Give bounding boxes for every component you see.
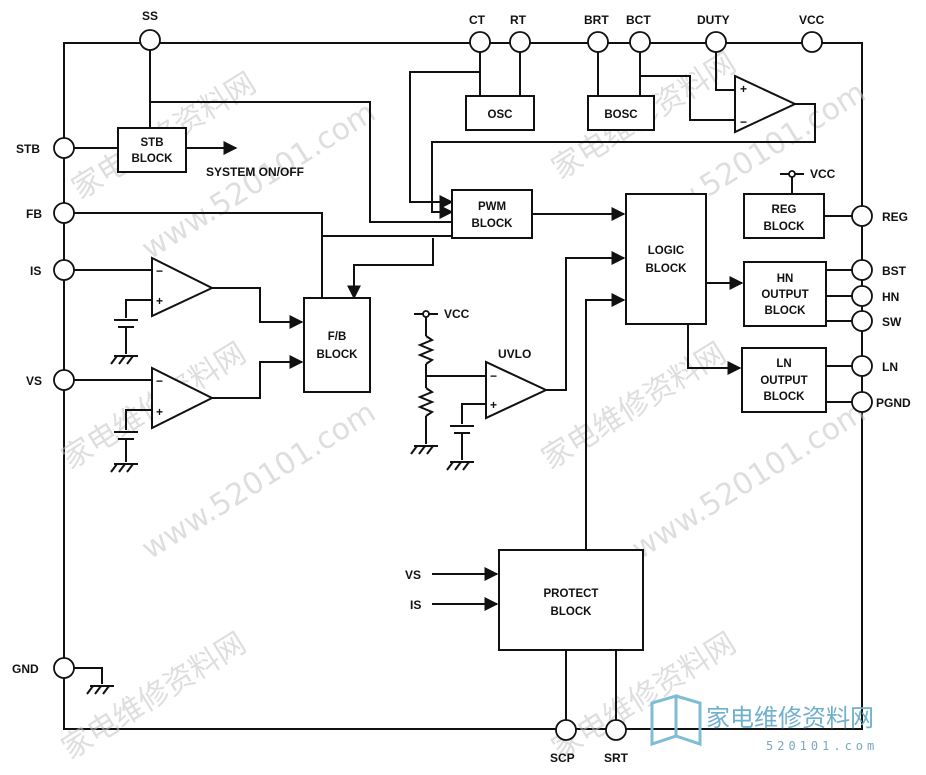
- svg-text:+: +: [156, 294, 163, 308]
- stb-block: STB BLOCK: [117, 127, 187, 173]
- svg-text:BLOCK: BLOCK: [646, 263, 688, 275]
- protect-vs-label: VS: [405, 568, 421, 582]
- svg-text:−: −: [156, 264, 163, 278]
- svg-text:BOSC: BOSC: [604, 109, 637, 121]
- svg-text:HN: HN: [777, 273, 794, 285]
- pin-duty-label: DUTY: [697, 13, 730, 27]
- svg-text:PWM: PWM: [478, 201, 506, 213]
- pin-bct-label: BCT: [626, 13, 651, 27]
- pwm-block: PWM BLOCK: [451, 189, 533, 239]
- pin-hn-label: HN: [882, 290, 899, 304]
- svg-text:−: −: [740, 115, 747, 129]
- pin-is-label: IS: [30, 264, 41, 278]
- svg-text:BLOCK: BLOCK: [764, 391, 806, 403]
- svg-text:BLOCK: BLOCK: [132, 153, 174, 165]
- ln-output-block: LN OUTPUT BLOCK: [741, 347, 827, 413]
- site-logo: 家电维修资料网 520101.com: [650, 694, 878, 753]
- reg-block: REG BLOCK: [743, 193, 825, 239]
- svg-text:+: +: [156, 405, 163, 419]
- svg-text:LN: LN: [776, 358, 791, 370]
- protect-is-label: IS: [410, 598, 421, 612]
- svg-text:OUTPUT: OUTPUT: [761, 289, 808, 301]
- pin-ct-label: CT: [469, 13, 486, 27]
- pins: [53, 29, 873, 741]
- svg-text:BLOCK: BLOCK: [551, 606, 593, 618]
- pin-sw-label: SW: [882, 315, 902, 329]
- osc-block: OSC: [465, 95, 535, 131]
- logo-url: 520101.com: [766, 739, 878, 753]
- svg-text:−: −: [490, 369, 497, 383]
- pin-gnd-label: GND: [12, 662, 39, 676]
- pin-srt-label: SRT: [604, 751, 629, 765]
- watermark-url: www.520101.com: [136, 395, 382, 567]
- hn-output-block: HN OUTPUT BLOCK: [743, 261, 827, 327]
- svg-text:OSC: OSC: [488, 109, 513, 121]
- uvlo-label: UVLO: [498, 347, 531, 361]
- svg-text:PROTECT: PROTECT: [544, 588, 599, 600]
- uvlo-vcc-label: VCC: [444, 307, 470, 321]
- logo-text: 家电维修资料网: [706, 704, 874, 732]
- svg-text:BLOCK: BLOCK: [765, 305, 807, 317]
- svg-text:BLOCK: BLOCK: [472, 218, 514, 230]
- svg-text:REG: REG: [772, 204, 797, 216]
- pin-scp-label: SCP: [550, 751, 575, 765]
- pin-vcc-label: VCC: [799, 13, 825, 27]
- svg-text:LOGIC: LOGIC: [648, 245, 684, 257]
- pin-rt-label: RT: [510, 13, 527, 27]
- reg-vcc-label: VCC: [810, 167, 836, 181]
- pin-stb-label: STB: [16, 142, 40, 156]
- pin-bst-label: BST: [882, 264, 907, 278]
- protect-block: PROTECT BLOCK: [498, 549, 644, 651]
- duty-opamp: [734, 74, 798, 134]
- pin-vs-label: VS: [26, 374, 42, 388]
- svg-text:OUTPUT: OUTPUT: [760, 375, 807, 387]
- svg-text:BLOCK: BLOCK: [317, 349, 359, 361]
- pin-reg-label: REG: [882, 210, 908, 224]
- bosc-block: BOSC: [587, 95, 655, 131]
- svg-text:+: +: [490, 398, 497, 412]
- uvlo-comparator: [485, 360, 549, 420]
- fb-block: F/B BLOCK: [303, 297, 371, 393]
- system-on-off-label: SYSTEM ON/OFF: [206, 165, 304, 179]
- watermark-text: 家电维修资料网: [56, 626, 253, 767]
- pin-ln-label: LN: [882, 360, 898, 374]
- svg-text:F/B: F/B: [328, 331, 347, 343]
- pin-brt-label: BRT: [584, 13, 609, 27]
- svg-text:BLOCK: BLOCK: [764, 221, 806, 233]
- svg-text:+: +: [740, 82, 747, 96]
- svg-text:−: −: [156, 374, 163, 388]
- watermark-url: www.520101.com: [626, 395, 872, 567]
- pin-pgnd-label: PGND: [876, 396, 911, 410]
- pin-fb-label: FB: [26, 207, 42, 221]
- pin-ss-label: SS: [142, 9, 158, 23]
- is-opamp: [151, 256, 215, 318]
- svg-text:STB: STB: [141, 137, 164, 149]
- vs-opamp: [151, 366, 215, 430]
- logic-block: LOGIC BLOCK: [625, 193, 707, 325]
